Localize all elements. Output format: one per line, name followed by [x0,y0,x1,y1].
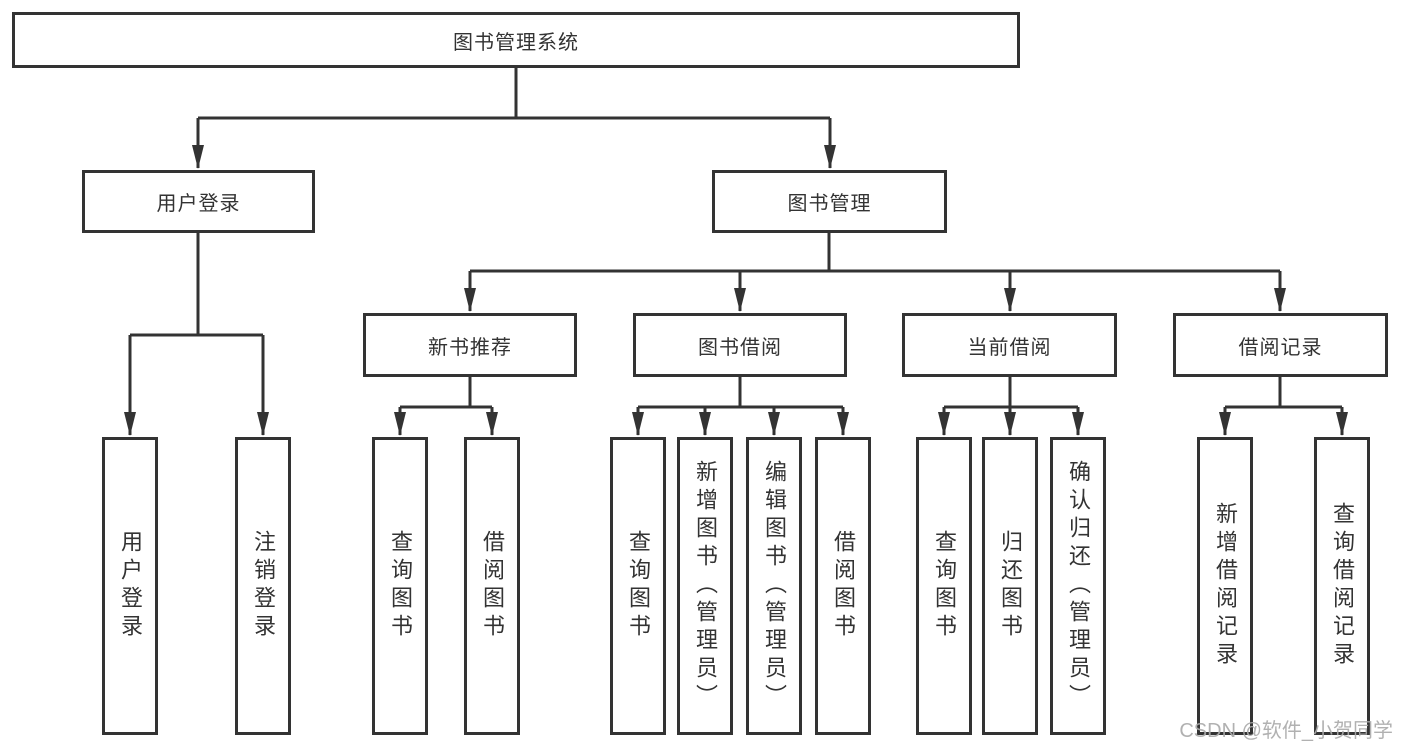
connector-records-children [1219,377,1348,436]
node-label: 用户登录 [156,193,241,215]
connector-borrowing-children [632,377,849,436]
leaf-logout: 注销登录 [235,437,291,735]
node-book-management: 图书管理 [712,170,947,233]
node-label: 当前借阅 [967,336,1052,359]
node-borrowing-records: 借阅记录 [1173,313,1388,377]
leaf-query-books-current: 查询图书 [916,437,972,735]
leaf-label: 注销登录 [251,530,276,642]
connector-book-mgmt-children [464,233,1286,312]
leaf-label: 新增图书（管理员） [693,460,718,712]
node-label: 图书管理 [787,193,872,215]
leaf-label: 确认归还（管理员） [1066,460,1091,712]
leaf-label: 借阅图书 [831,530,856,642]
node-user-login: 用户登录 [82,170,315,233]
node-book-borrowing: 图书借阅 [633,313,847,377]
leaf-user-login: 用户登录 [102,437,158,735]
leaf-query-books-borrowing: 查询图书 [610,437,666,735]
connector-user-login-children [124,233,269,436]
node-label: 图书借阅 [698,336,782,359]
node-label: 图书管理系统 [453,31,579,54]
csdn-watermark: CSDN @软件_小贺同学 [1179,720,1393,742]
leaf-label: 借阅图书 [480,530,505,642]
leaf-return-books: 归还图书 [982,437,1038,735]
leaf-label: 查询图书 [626,530,651,642]
leaf-borrow-books-recommend: 借阅图书 [464,437,520,735]
connector-new-book-children [394,377,498,436]
node-book-management-system: 图书管理系统 [12,12,1020,68]
node-new-book-recommendation: 新书推荐 [363,313,577,377]
leaf-confirm-return-admin: 确认归还（管理员） [1050,437,1106,735]
leaf-label: 查询借阅记录 [1330,502,1355,670]
node-current-borrowing: 当前借阅 [902,313,1117,377]
leaf-query-books-recommend: 查询图书 [372,437,428,735]
leaf-edit-books-admin: 编辑图书（管理员） [746,437,802,735]
node-label: 借阅记录 [1238,336,1323,359]
leaf-query-borrow-record: 查询借阅记录 [1314,437,1370,735]
leaf-label: 查询图书 [932,530,957,642]
leaf-label: 编辑图书（管理员） [762,460,787,712]
connector-root-to-level2 [192,68,836,169]
leaf-add-books-admin: 新增图书（管理员） [677,437,733,735]
leaf-label: 查询图书 [388,530,413,642]
connector-current-children [938,377,1084,436]
leaf-add-borrow-record: 新增借阅记录 [1197,437,1253,735]
node-label: 新书推荐 [428,336,512,359]
leaf-label: 归还图书 [998,530,1023,642]
leaf-label: 新增借阅记录 [1213,502,1238,670]
leaf-borrow-books-borrowing: 借阅图书 [815,437,871,735]
leaf-label: 用户登录 [118,530,143,642]
